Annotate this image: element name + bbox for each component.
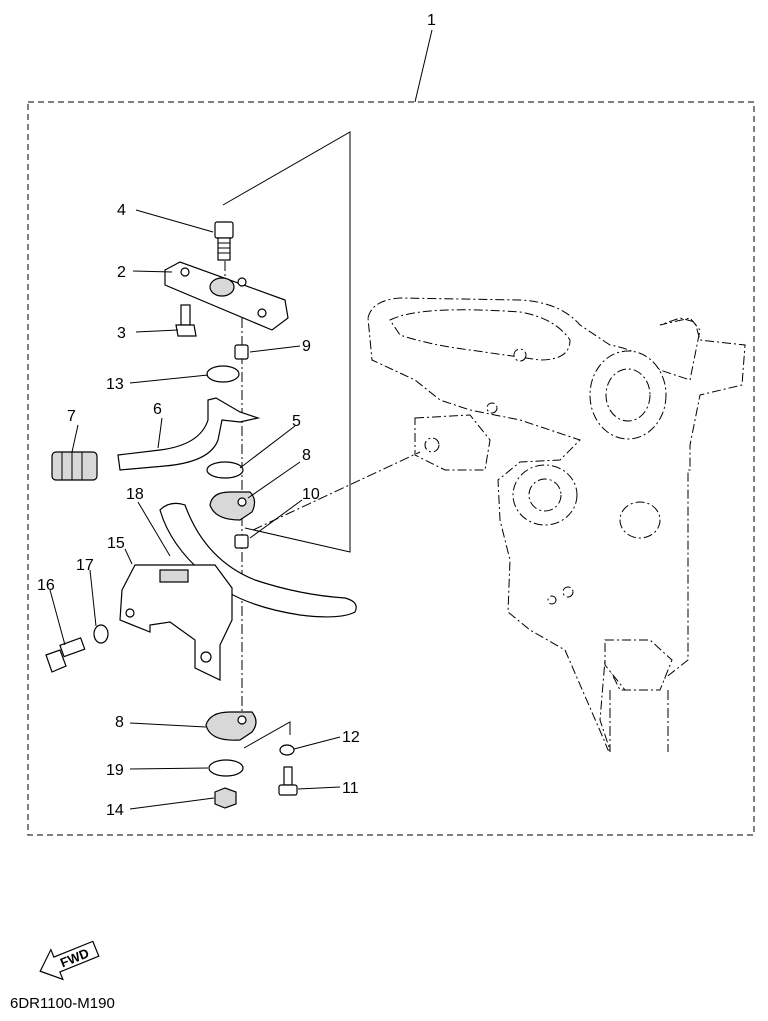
phantom-swivel-bracket (367, 297, 746, 752)
callout-8-lower: 8 (115, 714, 124, 731)
part-screw-11 (278, 766, 298, 796)
part-washer-19 (208, 759, 244, 777)
leader-1 (414, 29, 433, 103)
part-grip-7 (51, 451, 98, 481)
assembly-boundary (27, 101, 755, 836)
part-washer-13 (206, 365, 240, 383)
callout-19: 19 (106, 762, 124, 779)
callout-8-upper: 8 (302, 447, 311, 464)
part-washer-12 (279, 744, 295, 756)
callout-11: 11 (342, 780, 359, 797)
part-bolt-4 (214, 221, 234, 261)
callout-12: 12 (342, 729, 360, 746)
ref-line-top (222, 131, 351, 553)
reference-code: 6DR1100-M190 (10, 995, 115, 1012)
part-bolt-3 (175, 304, 197, 337)
callout-2: 2 (117, 264, 126, 281)
ref-line-bottom (243, 721, 291, 749)
callout-14: 14 (106, 802, 124, 819)
callout-4: 4 (117, 202, 126, 219)
part-nut-14 (214, 787, 237, 809)
part-bracket-15 (119, 564, 233, 681)
callout-10: 10 (302, 486, 320, 503)
callout-18: 18 (126, 486, 144, 503)
callout-6: 6 (153, 401, 162, 418)
part-collar-10 (234, 534, 249, 549)
part-bolt-16 (45, 637, 86, 673)
callout-3: 3 (117, 325, 126, 342)
part-lever-6 (117, 397, 261, 471)
callout-1: 1 (427, 12, 436, 29)
callout-16: 16 (37, 577, 55, 594)
part-cam-8-upper (209, 491, 256, 521)
part-plate-2 (164, 261, 289, 331)
part-cam-8-lower (205, 711, 257, 741)
fwd-arrow-icon: FWD (39, 940, 100, 981)
ref-line-mid (252, 451, 421, 531)
callout-17: 17 (76, 557, 94, 574)
part-collar-9 (234, 344, 249, 360)
callout-5: 5 (292, 413, 301, 430)
callout-13: 13 (106, 376, 124, 393)
part-washer-17 (93, 624, 109, 644)
part-washer-5 (206, 461, 244, 479)
fwd-label: FWD (58, 945, 91, 970)
callout-7: 7 (67, 408, 76, 425)
callout-15: 15 (107, 535, 125, 552)
leader-lines (49, 209, 341, 810)
callout-9: 9 (302, 338, 311, 355)
